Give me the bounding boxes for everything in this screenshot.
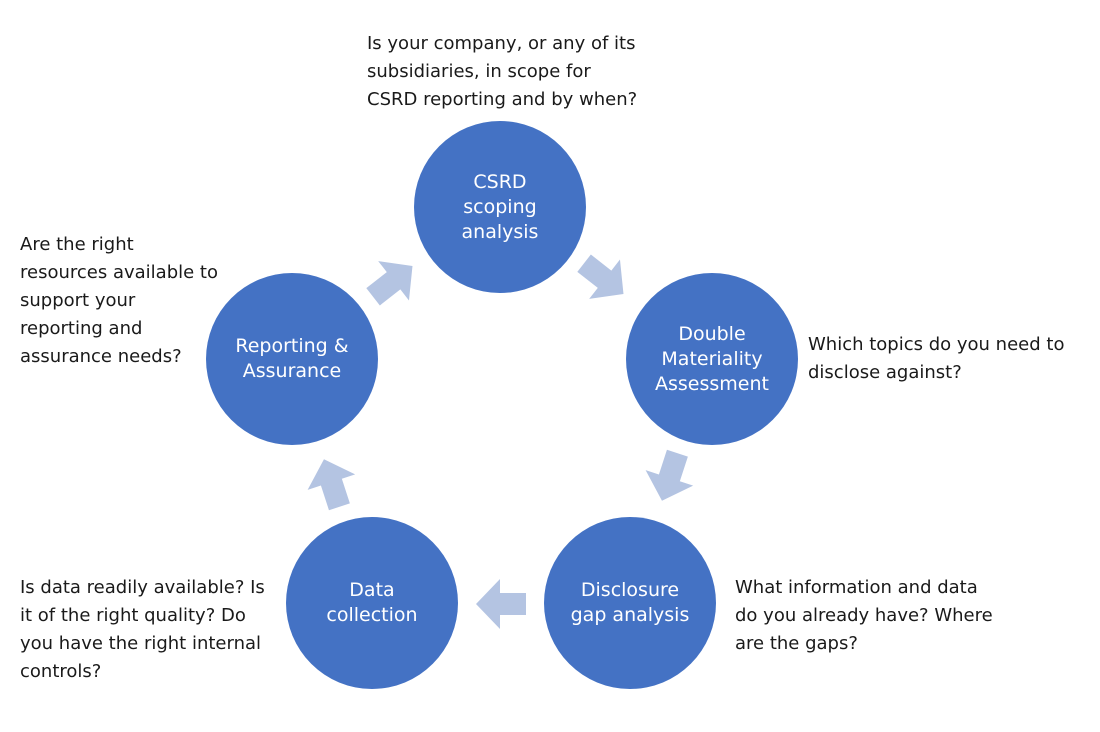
node-double-materiality-assessment-label: Double Materiality Assessment xyxy=(655,322,769,395)
node-csrd-scoping-analysis-label: CSRD scoping analysis xyxy=(461,170,539,243)
node-data-collection: Data collection xyxy=(286,517,458,689)
node-double-materiality-assessment: Double Materiality Assessment xyxy=(626,273,798,445)
node-disclosure-gap-analysis-label: Disclosure gap analysis xyxy=(570,579,690,626)
question-scoping: Is your company, or any of its subsidiar… xyxy=(367,33,638,110)
arrow-gap-to-data xyxy=(476,579,526,629)
node-disclosure-gap-analysis: Disclosure gap analysis xyxy=(544,517,716,689)
node-reporting-assurance: Reporting & Assurance xyxy=(206,273,378,445)
question-gap-analysis: What information and data do you already… xyxy=(735,577,993,654)
question-reporting: Are the right resources available to sup… xyxy=(20,234,218,367)
node-csrd-scoping-analysis: CSRD scoping analysis xyxy=(414,121,586,293)
question-materiality: Which topics do you need to disclose aga… xyxy=(808,334,1065,383)
node-data-collection-label: Data collection xyxy=(326,579,418,626)
arrow-materiality-to-gap xyxy=(638,445,702,509)
arrow-scoping-to-materiality xyxy=(568,243,639,314)
question-data-collection: Is data readily available? Is it of the … xyxy=(20,577,265,682)
node-reporting-assurance-label: Reporting & Assurance xyxy=(235,335,349,382)
arrow-data-to-reporting xyxy=(300,451,364,515)
arrow-reporting-to-scoping xyxy=(357,246,428,317)
